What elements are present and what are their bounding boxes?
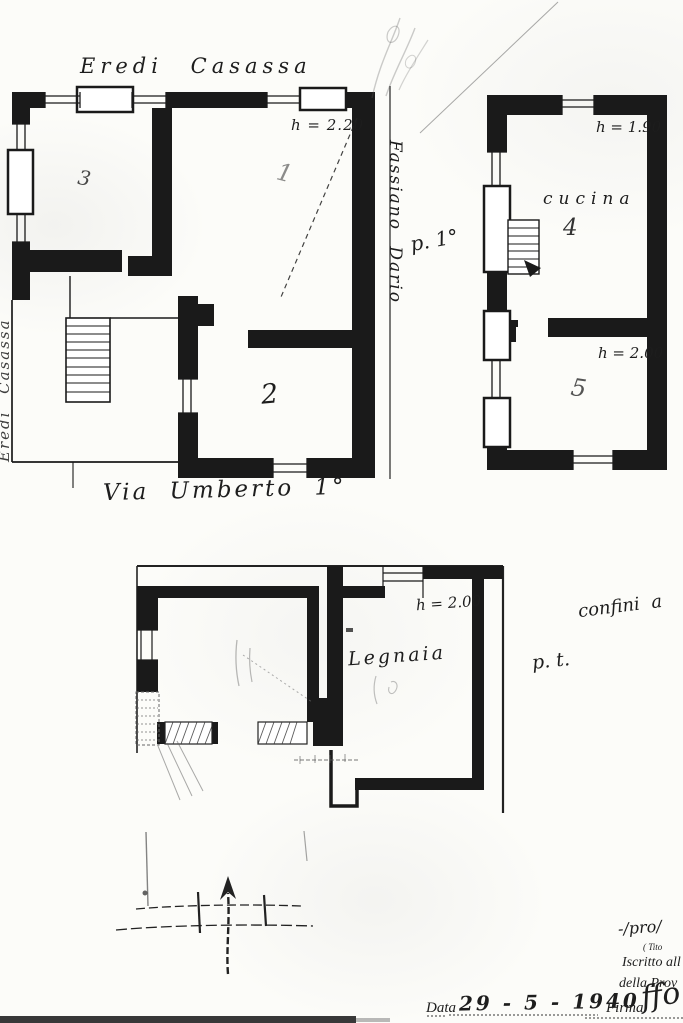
road-dashes [115, 904, 314, 931]
signature-scribble: ffo [638, 975, 683, 1016]
fold-crease-line [280, 117, 358, 298]
registration-line-2: della Prov [619, 976, 678, 991]
first-floor-walls [12, 92, 375, 478]
room-2-number: 2 [259, 378, 280, 411]
ground-floor-plan [135, 565, 505, 813]
street-label: Via Umberto 1° [102, 473, 347, 507]
threshold-hatch [164, 721, 308, 745]
north-arrow [142, 830, 308, 975]
pencil-scribble [371, 1, 559, 134]
annex-plan [482, 95, 667, 470]
top-owner-label: Eredi Casassa [80, 54, 312, 78]
first-floor-windows [12, 92, 308, 478]
hatched-wall-segment [135, 691, 160, 746]
profession-caption: ( Tito [643, 942, 663, 952]
ground-floor-height-note: h = 2.00 [415, 591, 482, 615]
scan-edge [0, 1016, 390, 1023]
kitchen-label: cucina [543, 189, 636, 209]
ground-floor-label: p. t. [530, 648, 571, 674]
footer-rules [427, 1014, 683, 1019]
annex-window-blocks [482, 184, 512, 449]
date-label: Data [426, 1000, 456, 1016]
window-pillar-blocks [6, 85, 348, 216]
annex-windows [487, 95, 614, 470]
boundary-owner-label-vertical: Fassiano Dario [385, 140, 405, 304]
first-floor-plan [6, 85, 391, 488]
room-5-height-note: h = 2.00 [598, 344, 664, 362]
left-owner-label-vertical: Eredi Casassa [0, 318, 13, 462]
courtyard-lines [11, 276, 178, 488]
staircase-annex [507, 219, 541, 277]
profession-note: -/pro/ [617, 916, 663, 939]
height-note-first-floor: h = 2.20 [291, 116, 365, 134]
signature-label: Firma [606, 1000, 644, 1016]
annex-walls [487, 95, 667, 470]
porch-step-outline [329, 750, 359, 808]
room-4-number: 4 [563, 215, 578, 241]
registration-line-1: Iscritto all [622, 955, 681, 970]
kitchen-height-note: h = 1.90 [596, 118, 662, 136]
staircase-first-floor [65, 317, 111, 403]
ground-walls [137, 566, 503, 790]
ground-windows [137, 566, 424, 661]
ground-pencil-marks [157, 639, 398, 801]
